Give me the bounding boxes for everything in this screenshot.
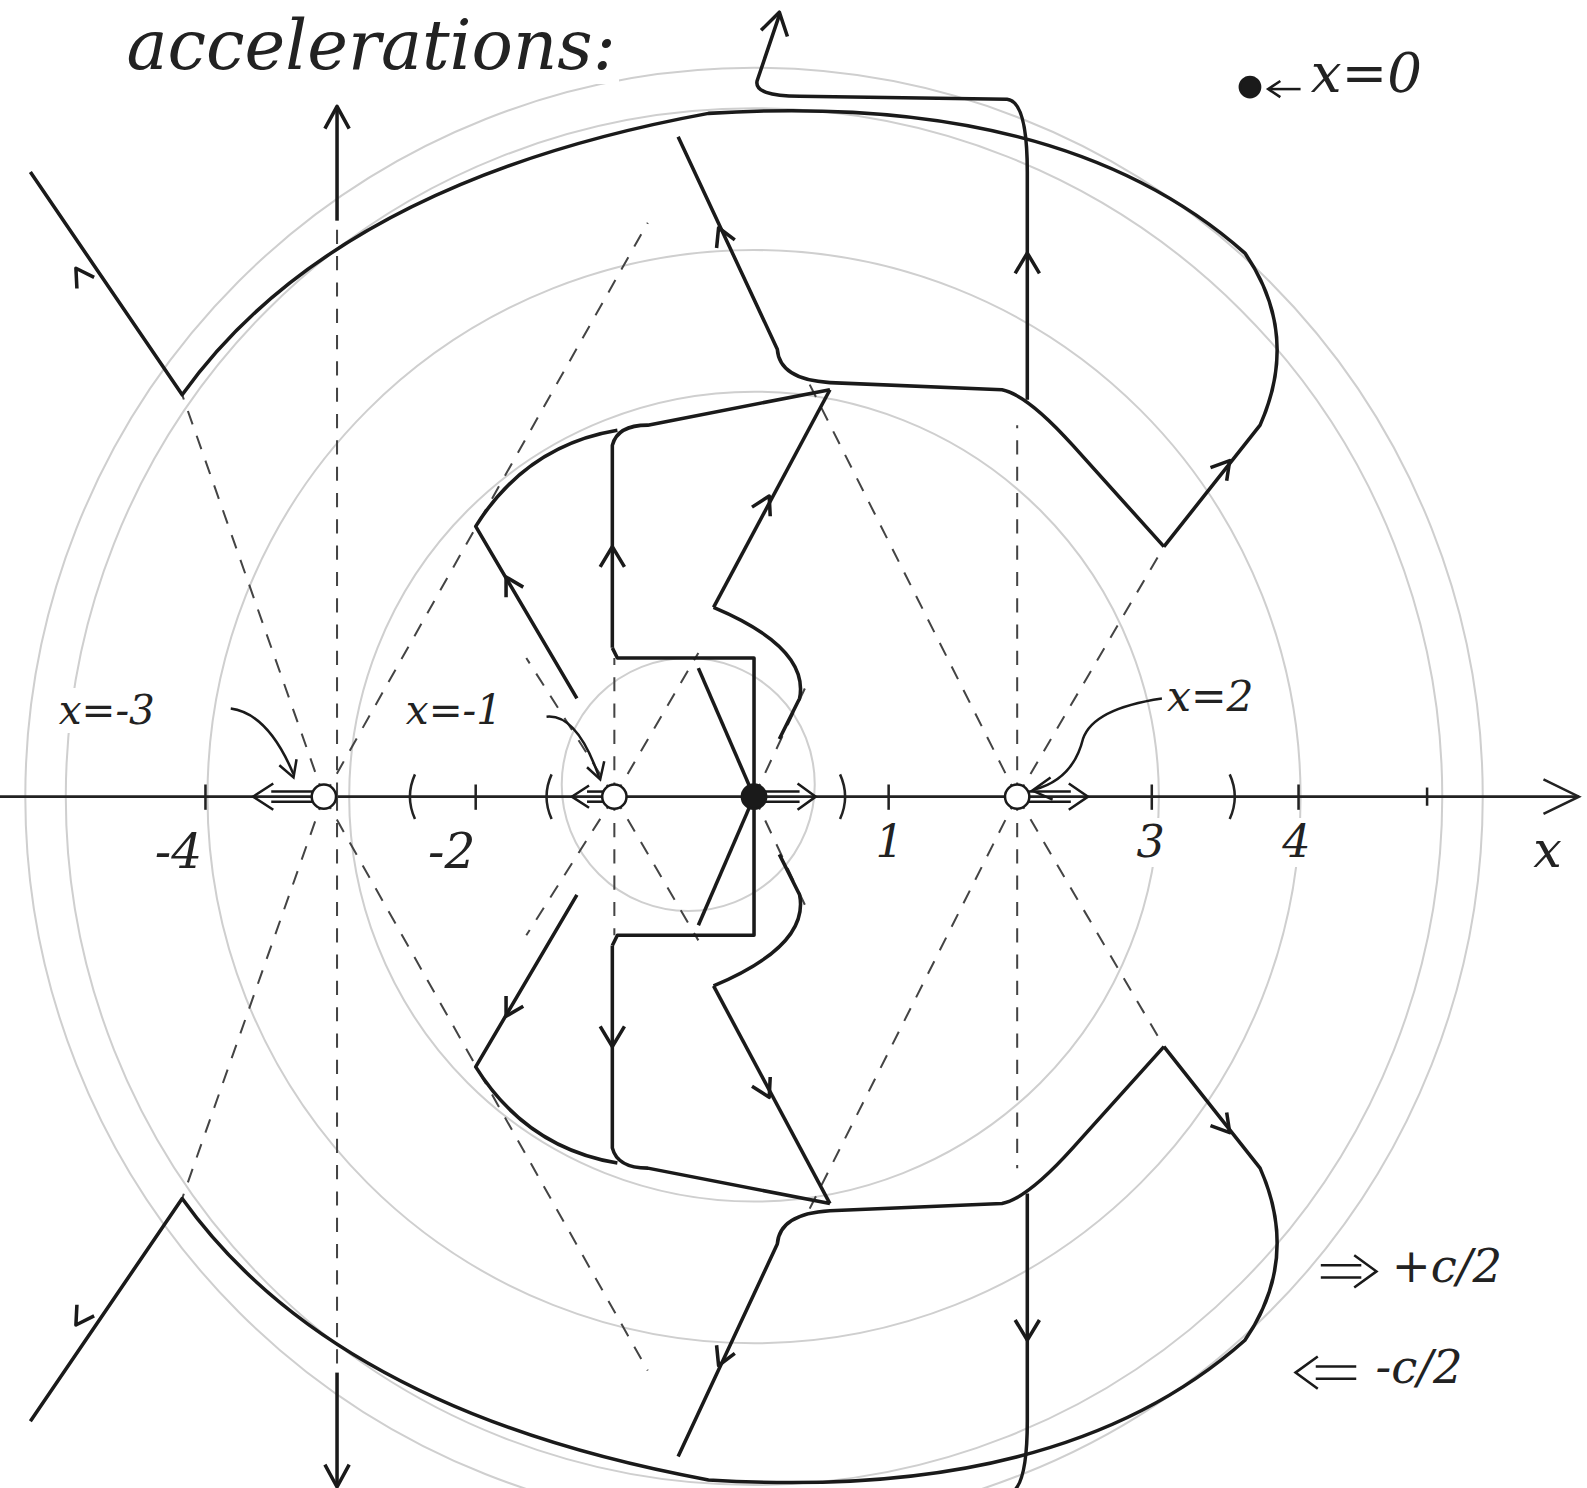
leader-lines [231,77,1301,800]
axis-label: x [1530,822,1565,878]
tick-label: 4 [1279,818,1313,867]
tick-label: 1 [872,818,906,867]
tick-label: 3 [1134,818,1168,867]
field-lines-upper [30,12,1277,796]
guide-circles [25,68,1482,1488]
field-lines-lower [30,797,1277,1488]
charge-label: x=-3 [56,688,158,733]
tick-label: -4 [152,825,205,878]
heading-text: accelerations: [123,8,618,84]
charge-label: x=0 [1308,43,1425,103]
legend-samples [1296,1255,1377,1389]
tick-label: -2 [425,825,478,878]
charge-label: x=2 [1164,674,1257,721]
x-axis [0,774,1579,819]
charges [253,783,1088,809]
legend-text: -c/2 [1372,1342,1465,1393]
legend-text: +c/2 [1389,1241,1505,1292]
charge-label: x=-1 [403,688,505,733]
